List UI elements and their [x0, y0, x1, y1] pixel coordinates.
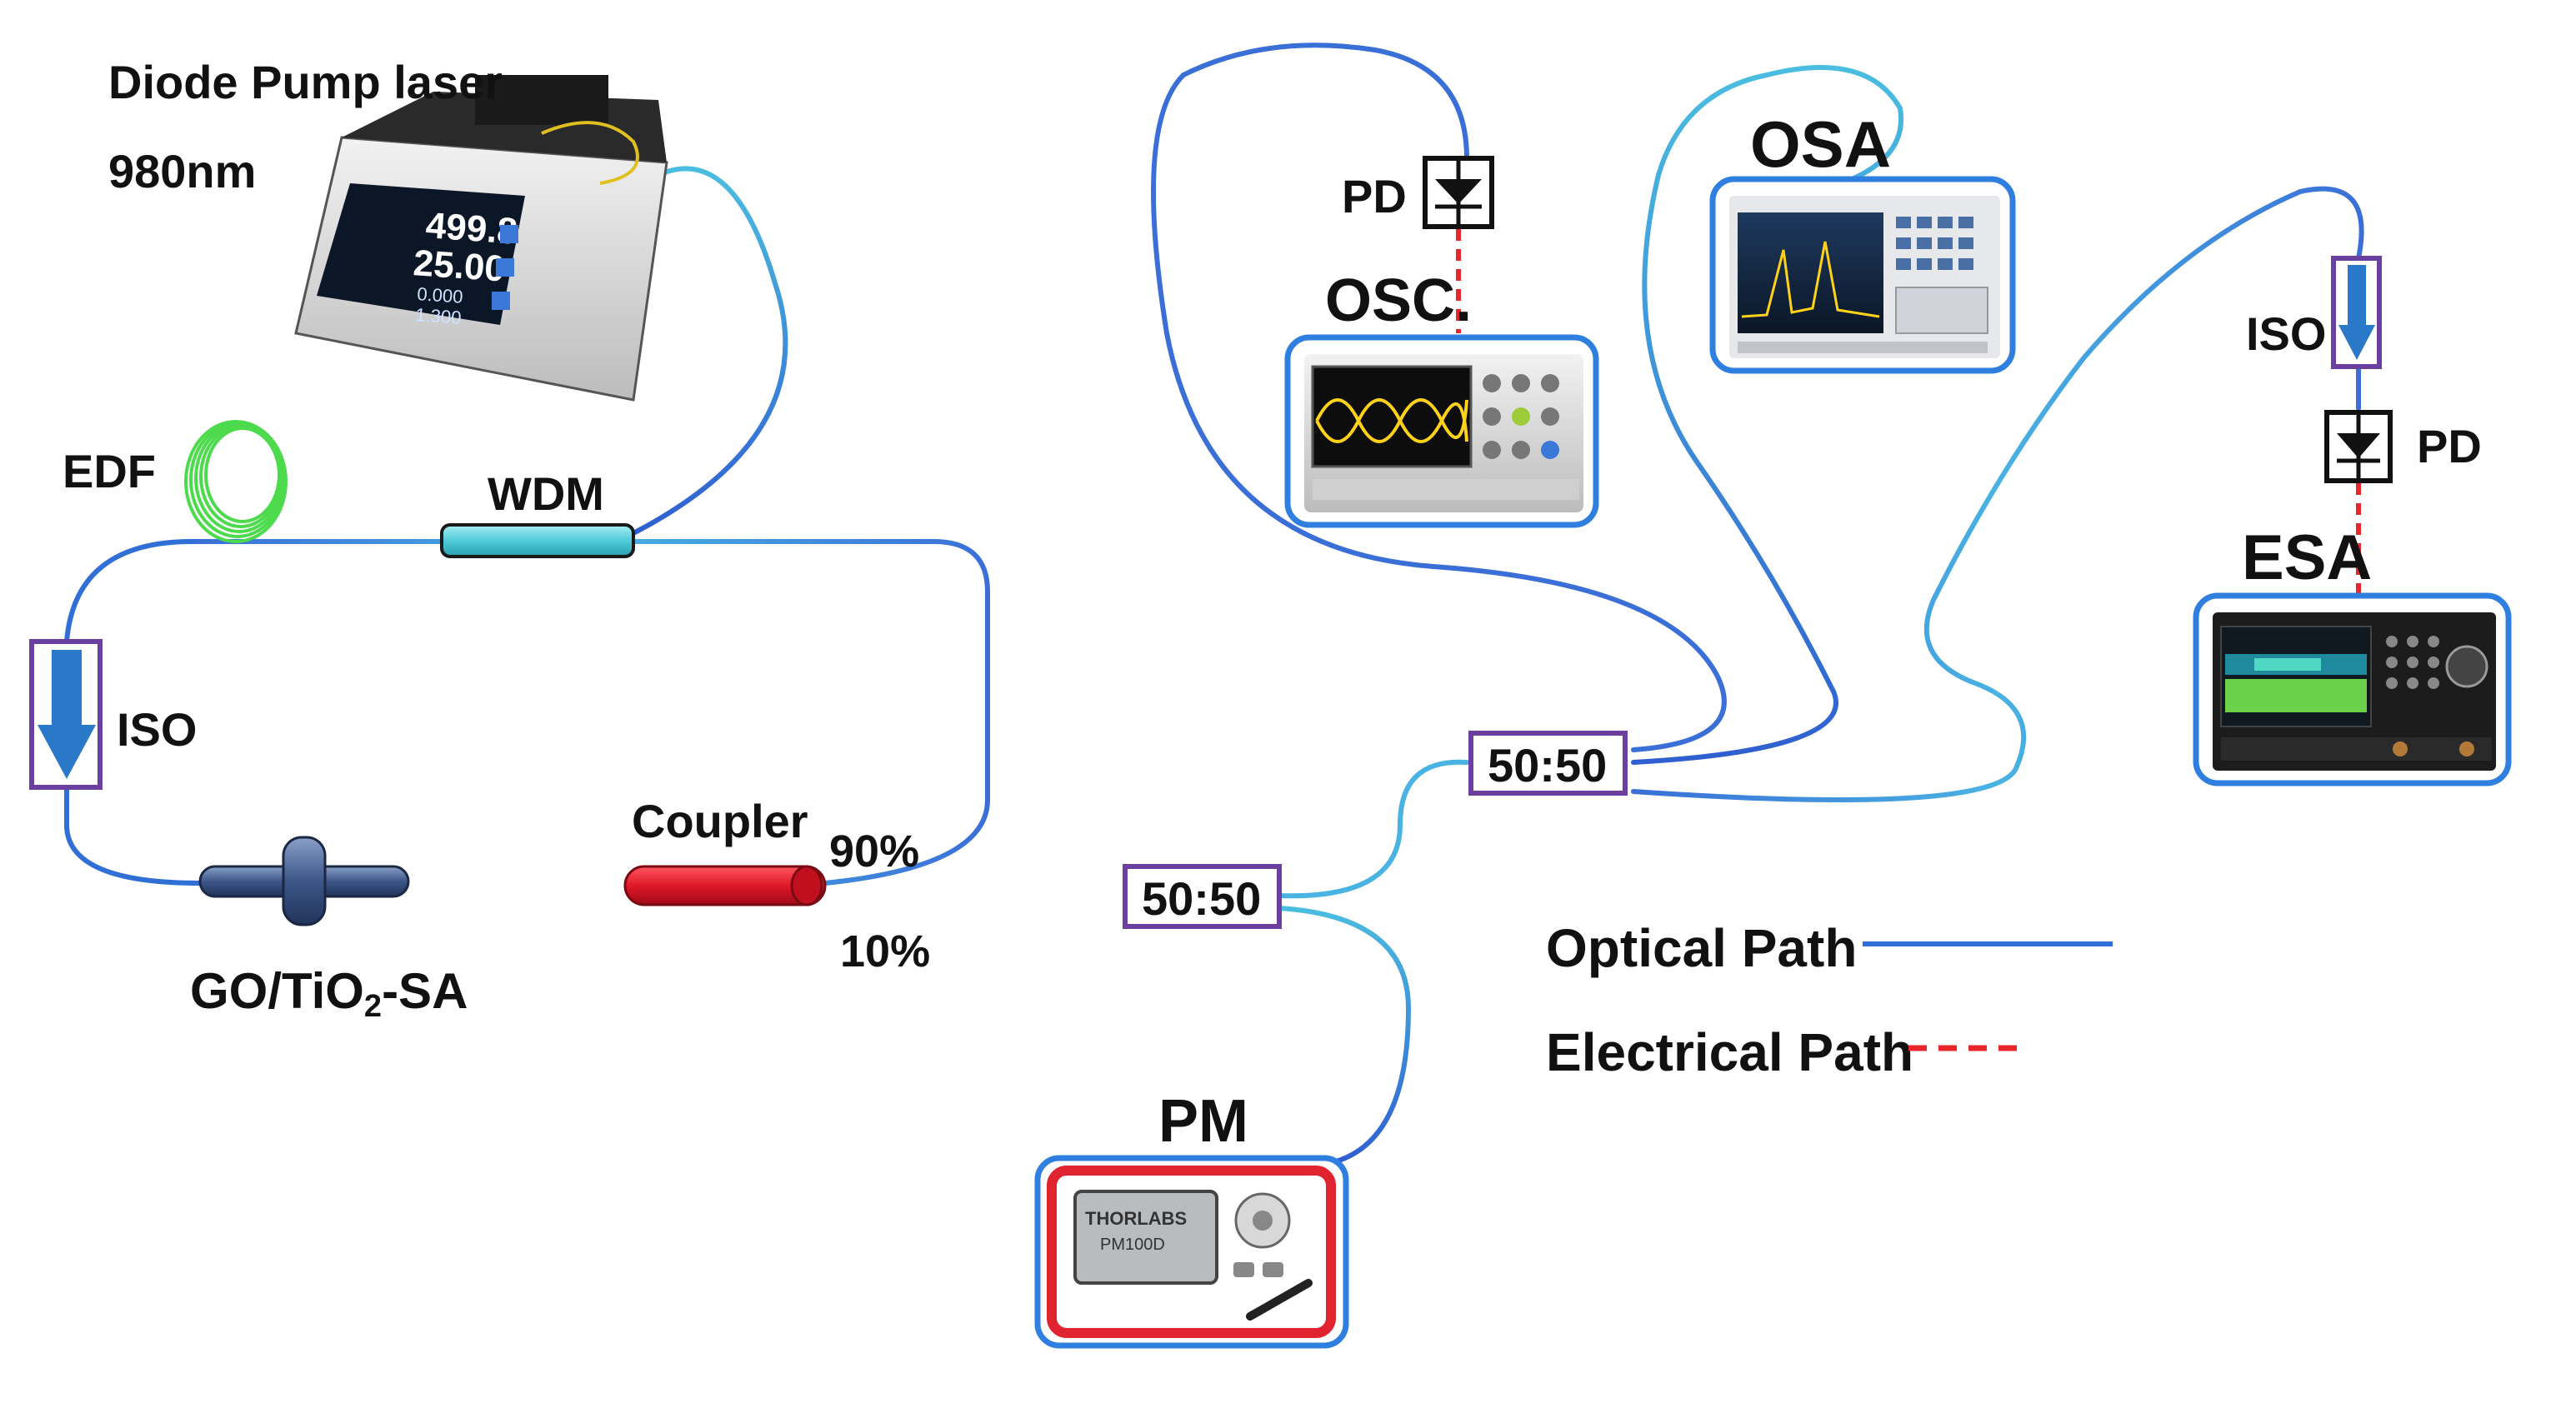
- optical-spectrum-analyzer: [1709, 176, 2016, 374]
- laser-readout-2: 25.00: [412, 242, 506, 290]
- pct10-label: 10%: [840, 926, 930, 976]
- osa-label: OSA: [1750, 107, 1891, 181]
- splitter2-to-osa: [1631, 65, 1904, 765]
- legend-optical-label: Optical Path: [1546, 918, 1857, 978]
- pd-top-label: PD: [1342, 170, 1407, 222]
- pump-label-line1: Diode Pump laser: [108, 56, 503, 108]
- pm-label: PM: [1158, 1088, 1248, 1155]
- sa-label-sub: 2: [364, 989, 382, 1024]
- splitter-2-label: 50:50: [1488, 739, 1607, 791]
- edf-label: EDF: [63, 445, 156, 497]
- splitter1-to-pm: [1277, 906, 1412, 1165]
- sa-label: GO/TiO2-SA: [190, 963, 468, 1024]
- isolator-right: [2331, 256, 2382, 369]
- isolator-left: [29, 639, 103, 790]
- iso-left-arrow-icon: [38, 650, 96, 779]
- electrical-paths: [1456, 229, 2361, 596]
- pm-model: PM100D: [1100, 1236, 1165, 1254]
- splitter1-to-splitter2: [1277, 759, 1469, 899]
- iso-left-label: ISO: [117, 703, 197, 756]
- pm-brand: THORLABS: [1085, 1208, 1187, 1229]
- esa-label: ESA: [2242, 522, 2372, 593]
- pd-top-diode-icon: [1435, 179, 1482, 204]
- output-coupler: [623, 865, 827, 906]
- laser-button-3: [492, 292, 510, 310]
- power-meter: THORLABS PM100D: [1034, 1155, 1349, 1349]
- edf-coil: [184, 420, 288, 543]
- laser-fiber-coil: [541, 121, 639, 185]
- wdm-component: [440, 523, 635, 558]
- sa-label-main: GO/TiO: [190, 963, 364, 1019]
- optical-fibers: [64, 42, 2364, 1165]
- diode-pump-laser: 499.8 25.00 0.000 1.300: [294, 75, 668, 402]
- laser-readout-4: 1.300: [415, 304, 463, 328]
- iso-right-arrow-icon: [2338, 265, 2375, 360]
- osc-label: OSC.: [1325, 267, 1472, 334]
- splitter2-to-osc-pd: [1151, 42, 1727, 752]
- oscilloscope: [1284, 334, 1599, 528]
- coupler-label: Coupler: [632, 795, 808, 847]
- electrical-spectrum-analyzer: [2193, 592, 2512, 786]
- laser-readout-3: 0.000: [417, 283, 464, 307]
- laser-clamp: [475, 75, 608, 125]
- splitter-1-label: 50:50: [1142, 872, 1261, 925]
- ring-fiber-top: [189, 539, 990, 886]
- pm-screen: [1073, 1190, 1218, 1285]
- sa-label-tail: -SA: [382, 963, 468, 1019]
- splitter-2: [1468, 731, 1628, 796]
- iso-right-label: ISO: [2246, 307, 2326, 360]
- legend: Optical Path Electrical Path: [1546, 918, 2113, 1082]
- laser-screen: [317, 183, 525, 325]
- splitter2-to-iso: [1631, 186, 2364, 802]
- pct90-label: 90%: [829, 826, 919, 876]
- splitter-1: [1123, 864, 1282, 929]
- saturable-absorber: [198, 836, 410, 926]
- pd-right-diode-icon: [2337, 433, 2380, 458]
- osc-screen: [1311, 365, 1473, 468]
- pump-label-line2: 980nm: [108, 145, 256, 197]
- laser-button-2: [496, 258, 514, 277]
- legend-electrical-label: Electrical Path: [1546, 1022, 1913, 1082]
- pd-right-label: PD: [2417, 420, 2482, 472]
- osa-trace: [1741, 241, 1880, 318]
- photodetector-right: [2324, 410, 2393, 483]
- wdm-label: WDM: [488, 467, 604, 520]
- laser-button-1: [500, 225, 518, 243]
- photodetector-top: [1423, 156, 1494, 229]
- pump-fiber: [631, 166, 788, 536]
